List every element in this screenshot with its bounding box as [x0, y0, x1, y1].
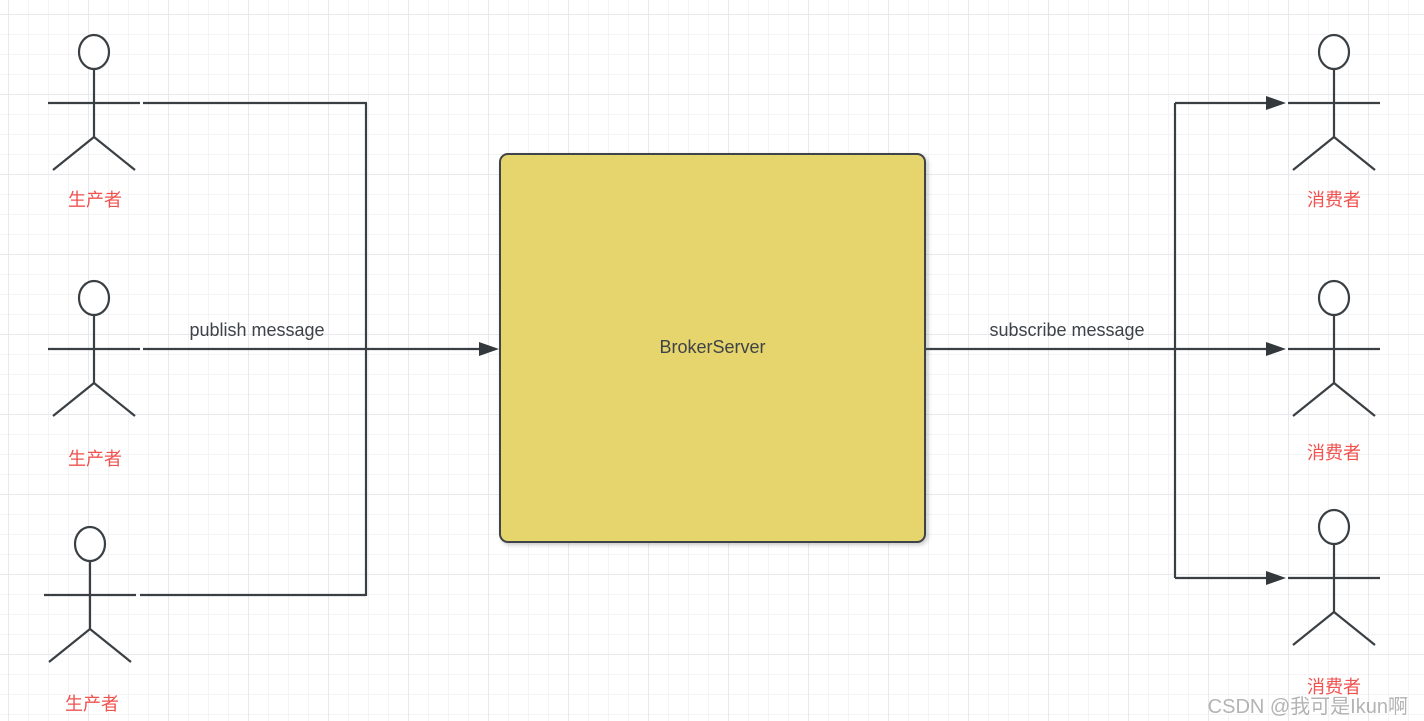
- consumer-2-stick-figure-icon: [1286, 279, 1382, 418]
- arrowhead-to-consumer-3: [1266, 571, 1286, 585]
- consumer-2-label: 消费者: [1307, 443, 1361, 463]
- consumer-1-label: 消费者: [1307, 190, 1361, 210]
- arrowhead-into-broker: [479, 342, 499, 356]
- producer-1-stick-figure-icon: [46, 33, 142, 172]
- producer-3-label: 生产者: [65, 694, 119, 714]
- producer-2-label: 生产者: [68, 449, 122, 469]
- subscribe-connector-lines: [925, 96, 1286, 585]
- producer-2-stick-figure-icon: [46, 279, 142, 418]
- publish-connector-lines: [140, 101, 499, 597]
- arrowhead-to-consumer-2: [1266, 342, 1286, 356]
- arrowhead-to-consumer-1: [1266, 96, 1286, 110]
- broker-server-label: BrokerServer: [659, 337, 766, 357]
- publish-message-edge-label: publish message: [189, 320, 325, 340]
- consumer-3-stick-figure-icon: [1286, 508, 1382, 647]
- csdn-watermark: CSDN @我可是Ikun啊: [1207, 696, 1408, 718]
- producer-3-stick-figure-icon: [42, 525, 138, 664]
- producer-1-label: 生产者: [68, 190, 122, 210]
- consumer-1-stick-figure-icon: [1286, 33, 1382, 172]
- broker-server-box: [499, 153, 926, 543]
- subscribe-message-edge-label: subscribe message: [989, 320, 1145, 340]
- consumer-3-label: 消费者: [1307, 677, 1361, 697]
